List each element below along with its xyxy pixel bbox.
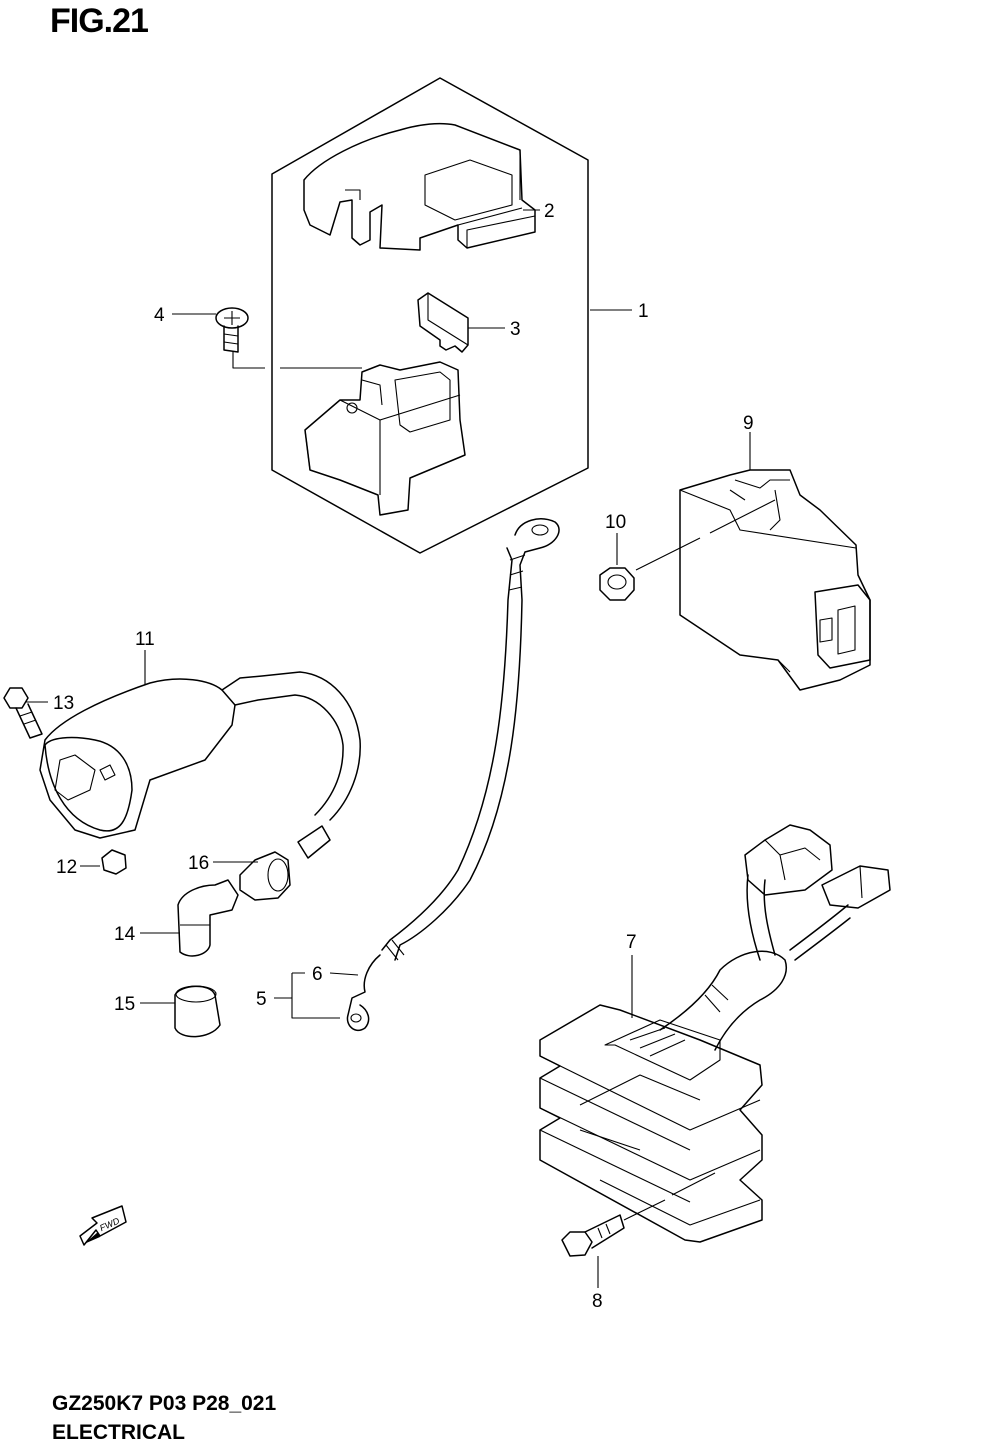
part-4-screw [215, 307, 249, 353]
leader-5-bracket [274, 972, 340, 1019]
part-8-bolt [561, 1214, 625, 1257]
model-code: GZ250K7 P03 P28_021 [52, 1392, 277, 1415]
part-15-boot [174, 985, 221, 1038]
part-9-cdi-unit [679, 469, 871, 691]
callout-9: 9 [743, 413, 754, 434]
leader-6 [329, 972, 359, 976]
leader-10-to-cdi [635, 499, 776, 571]
part-16-seal [239, 851, 291, 901]
callout-5: 5 [256, 989, 267, 1010]
starter-relay-body [304, 361, 466, 516]
leader-8-to-regulator [623, 1172, 716, 1221]
callout-11: 11 [135, 629, 155, 650]
section-name: ELECTRICAL [52, 1421, 185, 1444]
part-2-relay-cover [303, 122, 536, 251]
callout-7: 7 [626, 932, 637, 953]
assembly-frame-hexagon [271, 77, 589, 554]
fwd-arrow-icon: FWD [79, 1205, 127, 1246]
part-12-cap [101, 849, 127, 875]
callout-2: 2 [544, 201, 555, 222]
callout-13: 13 [53, 693, 74, 714]
part-7-regulator-rectifier [539, 824, 891, 1243]
callout-3: 3 [510, 319, 521, 340]
callout-1: 1 [638, 301, 649, 322]
part-10-nut [599, 567, 635, 601]
part-11-ignition-coil [39, 671, 361, 859]
callout-12: 12 [56, 857, 77, 878]
callout-10: 10 [605, 512, 626, 533]
callout-6: 6 [312, 964, 323, 985]
part-13-bolt [3, 687, 43, 739]
part-14-plug-cap [177, 879, 239, 957]
callout-15: 15 [114, 994, 135, 1015]
callout-14: 14 [114, 924, 136, 945]
callout-16: 16 [188, 853, 209, 874]
callout-8: 8 [592, 1291, 603, 1312]
leader-4-to-relay [232, 352, 362, 369]
figure-title: FIG.21 [50, 2, 149, 40]
part-5-ground-wire [346, 518, 560, 1032]
part-3-fuse [417, 292, 469, 353]
callout-4: 4 [154, 305, 165, 326]
